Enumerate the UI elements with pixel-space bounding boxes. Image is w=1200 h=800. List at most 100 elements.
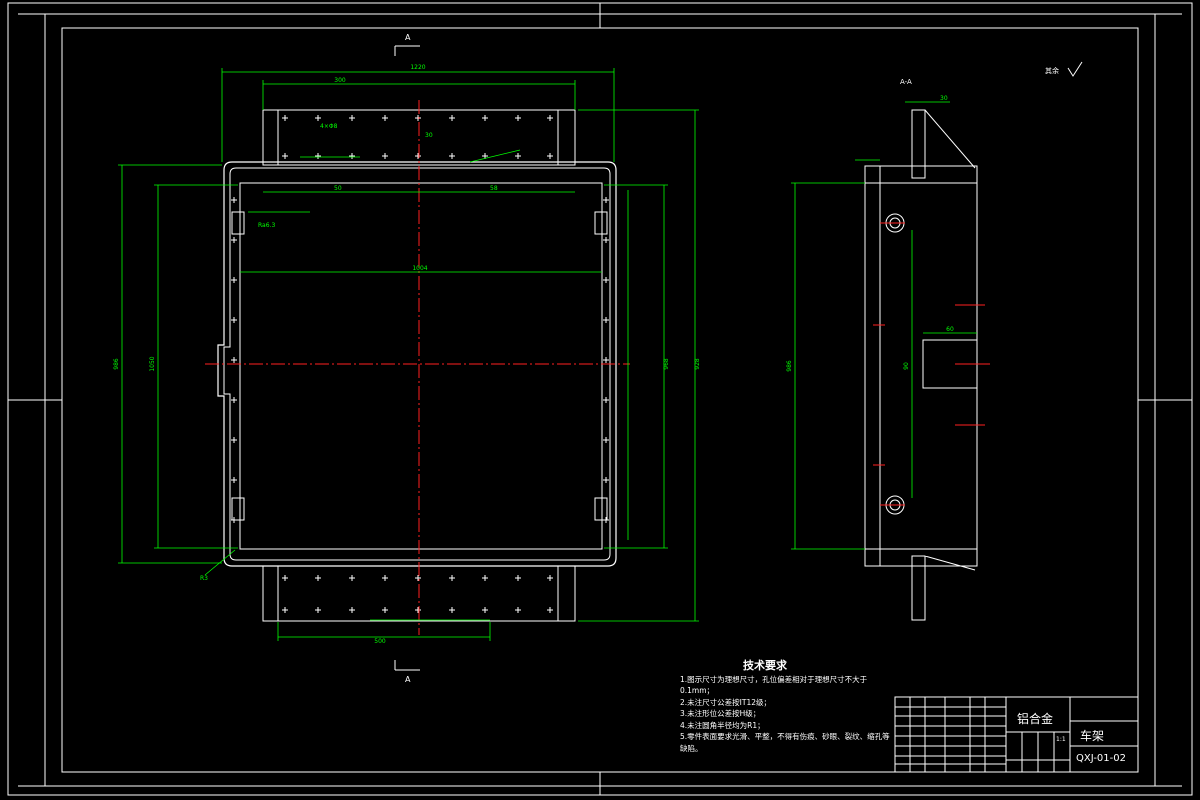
section-mark-bottom: A bbox=[405, 675, 411, 684]
hole-mark bbox=[603, 477, 609, 483]
frame-outline bbox=[217, 161, 617, 567]
frame-opening bbox=[239, 182, 603, 550]
section-body bbox=[864, 165, 978, 567]
hole-mark bbox=[231, 477, 237, 483]
hole-mark bbox=[231, 397, 237, 403]
hole-mark bbox=[282, 575, 288, 581]
hole-mark bbox=[315, 575, 321, 581]
hole-mark bbox=[349, 607, 355, 613]
hole-mark bbox=[603, 237, 609, 243]
title-block-scale: 1:1 bbox=[1056, 736, 1066, 743]
hole-mark bbox=[547, 115, 553, 121]
dim-inner-width: 1004 bbox=[412, 265, 427, 272]
section-dim-flange: 30 bbox=[940, 95, 948, 102]
hole-mark bbox=[515, 607, 521, 613]
title-block-drawing-no: QXJ-01-02 bbox=[1076, 753, 1126, 764]
technical-requirements: 技术要求 1.图示尺寸为理想尺寸，孔位偏差相对于理想尺寸不大于0.1mm； 2.… bbox=[680, 660, 890, 754]
hole-mark bbox=[547, 575, 553, 581]
hole-mark bbox=[449, 115, 455, 121]
roughness-symbol bbox=[1067, 61, 1083, 77]
dim-overall-width: 1220 bbox=[410, 64, 425, 71]
hole-mark bbox=[282, 607, 288, 613]
hole-mark bbox=[282, 153, 288, 159]
hole-mark bbox=[231, 277, 237, 283]
hole-mark bbox=[603, 397, 609, 403]
hole-mark bbox=[231, 197, 237, 203]
hole-mark bbox=[515, 153, 521, 159]
hole-mark bbox=[315, 607, 321, 613]
dim-small-a: 30 bbox=[425, 132, 433, 139]
hole-mark bbox=[415, 575, 421, 581]
hole-mark bbox=[449, 575, 455, 581]
hole-mark bbox=[547, 607, 553, 613]
section-top-bracket bbox=[911, 109, 976, 179]
dim-left-outer: 986 bbox=[113, 358, 120, 370]
hole-mark bbox=[415, 115, 421, 121]
hole-mark bbox=[382, 575, 388, 581]
dim-hole-note: 4×Φ8 bbox=[320, 123, 338, 130]
tech-req-title: 技术要求 bbox=[743, 659, 787, 672]
hole-mark bbox=[349, 115, 355, 121]
dim-left-inner: 1050 bbox=[149, 356, 156, 371]
dim-radius-note: R3 bbox=[200, 575, 208, 582]
section-dimension-lines bbox=[791, 101, 977, 550]
hole-mark bbox=[349, 575, 355, 581]
hinge-blocks bbox=[231, 211, 608, 521]
title-block-part-name: 车架 bbox=[1080, 729, 1105, 743]
sheet-border bbox=[7, 2, 1193, 796]
centering-marks bbox=[8, 3, 1192, 795]
section-dim-slot: 60 bbox=[946, 326, 954, 333]
front-view: 1220 300 1004 500 986 1050 968 928 4×Φ8 … bbox=[113, 33, 701, 684]
hole-mark bbox=[231, 437, 237, 443]
hole-mark bbox=[482, 575, 488, 581]
hole-mark bbox=[449, 607, 455, 613]
dim-small-b: 58 bbox=[490, 185, 498, 192]
hole-mark bbox=[231, 237, 237, 243]
dim-weld-note: Ra6.3 bbox=[258, 222, 275, 229]
hole-mark bbox=[603, 277, 609, 283]
section-view-label: A-A bbox=[900, 78, 912, 86]
hole-mark bbox=[382, 607, 388, 613]
hole-mark bbox=[482, 607, 488, 613]
tech-req-item: 4.未注圆角半径均为R1； bbox=[680, 720, 765, 730]
hole-mark bbox=[515, 575, 521, 581]
hole-mark bbox=[315, 115, 321, 121]
tech-req-item: 2.未注尺寸公差按IT12级； bbox=[680, 697, 771, 707]
hole-mark bbox=[231, 357, 237, 363]
section-bottom-bracket bbox=[911, 555, 976, 621]
title-block-material: 铝合金 bbox=[1017, 712, 1054, 726]
title-block bbox=[894, 696, 1139, 773]
hole-mark bbox=[603, 317, 609, 323]
dim-right-height: 968 bbox=[663, 358, 670, 370]
tech-req-item: 5.零件表面要求光滑、平整，不得有伤痕、砂眼、裂纹、缩孔等缺陷。 bbox=[680, 732, 890, 753]
frame-inner bbox=[223, 167, 611, 561]
hole-mark bbox=[515, 115, 521, 121]
hole-mark bbox=[482, 115, 488, 121]
section-mark-top: A bbox=[405, 33, 411, 42]
hole-mark bbox=[449, 153, 455, 159]
section-dim-height: 986 bbox=[786, 360, 793, 372]
hole-mark bbox=[382, 115, 388, 121]
section-dim-depth: 90 bbox=[903, 362, 910, 370]
dim-right-overall: 928 bbox=[694, 358, 701, 370]
hole-mark bbox=[547, 153, 553, 159]
hole-mark bbox=[603, 357, 609, 363]
dim-top-tab: 300 bbox=[334, 77, 346, 84]
dim-bottom-tab: 500 bbox=[374, 638, 386, 645]
section-view: A-A 986 60 90 30 其余 bbox=[786, 61, 1083, 621]
hole-mark bbox=[415, 607, 421, 613]
dimension-lines bbox=[118, 68, 699, 641]
hole-mark bbox=[415, 153, 421, 159]
hole-mark bbox=[349, 153, 355, 159]
hole-mark bbox=[603, 197, 609, 203]
hole-mark bbox=[603, 437, 609, 443]
roughness-note: 其余 bbox=[1045, 66, 1059, 75]
hole-mark bbox=[382, 153, 388, 159]
hole-mark bbox=[282, 115, 288, 121]
tech-req-item: 3.未注形位公差按H级； bbox=[680, 709, 761, 718]
section-arrows bbox=[394, 45, 420, 671]
hole-mark bbox=[231, 317, 237, 323]
hole-mark bbox=[315, 153, 321, 159]
tech-req-item: 1.图示尺寸为理想尺寸，孔位偏差相对于理想尺寸不大于0.1mm； bbox=[680, 674, 868, 696]
